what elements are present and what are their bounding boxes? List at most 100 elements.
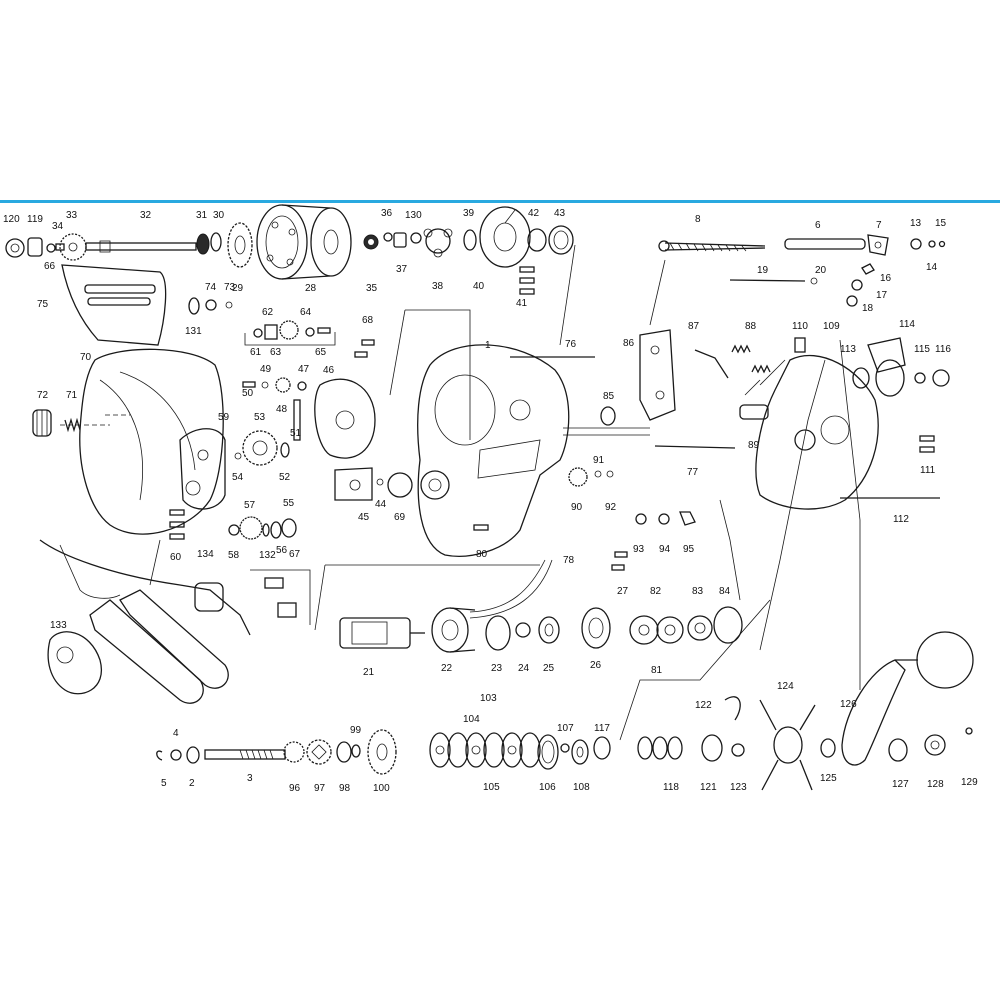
part-label-72: 72: [37, 390, 49, 401]
part-132-washer: [262, 523, 270, 537]
part-label-18: 18: [862, 303, 874, 314]
part-108-bearing: [571, 739, 589, 765]
part-label-96: 96: [289, 783, 301, 794]
part-51-shaft: [293, 399, 301, 441]
part-57-gear: [239, 516, 263, 540]
part-label-5: 5: [161, 778, 167, 789]
part-label-24: 24: [518, 663, 530, 674]
part-label-91: 91: [593, 455, 605, 466]
part-label-82: 82: [650, 586, 662, 597]
part-label-87: 87: [688, 321, 700, 332]
part-label-19: 19: [757, 265, 769, 276]
part-114-cover: [867, 337, 906, 397]
part-label-56: 56: [276, 545, 288, 556]
part-label-58: 58: [228, 550, 240, 561]
part-label-116: 116: [935, 344, 951, 355]
part-124-star-drag: [759, 699, 816, 791]
part-78-leads: [469, 559, 553, 619]
part-label-115: 115: [914, 344, 930, 355]
part-37-pinion: [393, 232, 407, 248]
part-label-1: 1: [485, 340, 491, 351]
part-label-134: 134: [197, 549, 214, 560]
part-label-114: 114: [899, 319, 915, 330]
part-61-62-63-64-65-clutch-set: [244, 320, 336, 346]
part-27-screws: [611, 551, 628, 571]
part-label-126: 126: [840, 699, 857, 710]
part-125-washer: [820, 738, 836, 758]
part-40-side-plate-cover: [479, 206, 531, 268]
part-129-screw: [965, 727, 973, 735]
part-74-clip: [225, 301, 233, 309]
part-label-64: 64: [300, 307, 312, 318]
part-label-98: 98: [339, 783, 351, 794]
part-label-13: 13: [910, 218, 922, 229]
part-label-70: 70: [80, 352, 92, 363]
part-44-pin: [376, 478, 384, 486]
part-49-washer: [261, 381, 269, 389]
part-53-main-gear: [242, 430, 278, 466]
part-label-75: 75: [37, 299, 49, 310]
part-42-washer: [527, 228, 547, 252]
part-93-screw: [635, 513, 647, 525]
part-label-26: 26: [590, 660, 602, 671]
part-18-cap: [846, 295, 858, 307]
part-label-39: 39: [463, 208, 475, 219]
part-label-86: 86: [623, 338, 635, 349]
part-label-104: 104: [463, 714, 480, 725]
part-label-120: 120: [3, 214, 20, 225]
part-label-47: 47: [298, 364, 310, 375]
part-label-85: 85: [603, 391, 615, 402]
part-89-pinion: [739, 404, 769, 420]
part-72-star-drag: [32, 409, 52, 437]
part-81-82-83-planetary-set: [629, 615, 713, 645]
part-75-side-cover-plate: [61, 264, 167, 346]
part-label-90: 90: [571, 502, 583, 513]
part-45-clutch-cam: [334, 467, 373, 501]
part-label-121: 121: [700, 782, 717, 793]
part-label-128: 128: [927, 779, 944, 790]
part-130-bearing: [410, 232, 422, 244]
part-battery-pack: [89, 589, 229, 704]
part-label-80: 80: [476, 549, 488, 560]
accent-bar: [0, 200, 1000, 203]
part-6-guide-tube: [784, 238, 866, 250]
part-24-ring: [515, 622, 531, 638]
part-label-117: 117: [594, 723, 610, 734]
part-91-pin: [594, 470, 602, 478]
part-label-35: 35: [366, 283, 378, 294]
part-label-68: 68: [362, 315, 374, 326]
part-label-60: 60: [170, 552, 182, 563]
part-label-25: 25: [543, 663, 555, 674]
part-label-2: 2: [189, 778, 195, 789]
part-label-84: 84: [719, 586, 731, 597]
part-5-e-ring: [156, 750, 163, 761]
part-21-motor: [339, 617, 425, 649]
part-label-7: 7: [876, 220, 882, 231]
part-label-54: 54: [232, 472, 244, 483]
part-label-23: 23: [491, 663, 503, 674]
part-label-109: 109: [823, 321, 840, 332]
part-label-123: 123: [730, 782, 747, 793]
part-25-bearing: [538, 616, 560, 644]
part-label-49: 49: [260, 364, 272, 375]
part-110-bushing: [794, 337, 806, 353]
part-77-long-pin: [654, 445, 736, 449]
part-label-67: 67: [289, 549, 301, 560]
part-label-46: 46: [323, 365, 335, 376]
part-17-spring: [851, 279, 863, 291]
part-label-48: 48: [276, 404, 288, 415]
part-13-nut: [910, 238, 922, 250]
part-label-40: 40: [473, 281, 485, 292]
part-label-119: 119: [27, 214, 43, 225]
part-label-93: 93: [633, 544, 645, 555]
part-70-side-cover: [79, 348, 224, 535]
part-label-76: 76: [565, 339, 577, 350]
part-label-130: 130: [405, 210, 422, 221]
part-134-cord: [39, 539, 251, 636]
part-103-104-105-drag-washers: [429, 732, 541, 768]
part-label-94: 94: [659, 544, 671, 555]
part-label-30: 30: [213, 210, 225, 221]
part-66-washer: [46, 243, 56, 253]
part-1-main-frame: [417, 344, 570, 557]
